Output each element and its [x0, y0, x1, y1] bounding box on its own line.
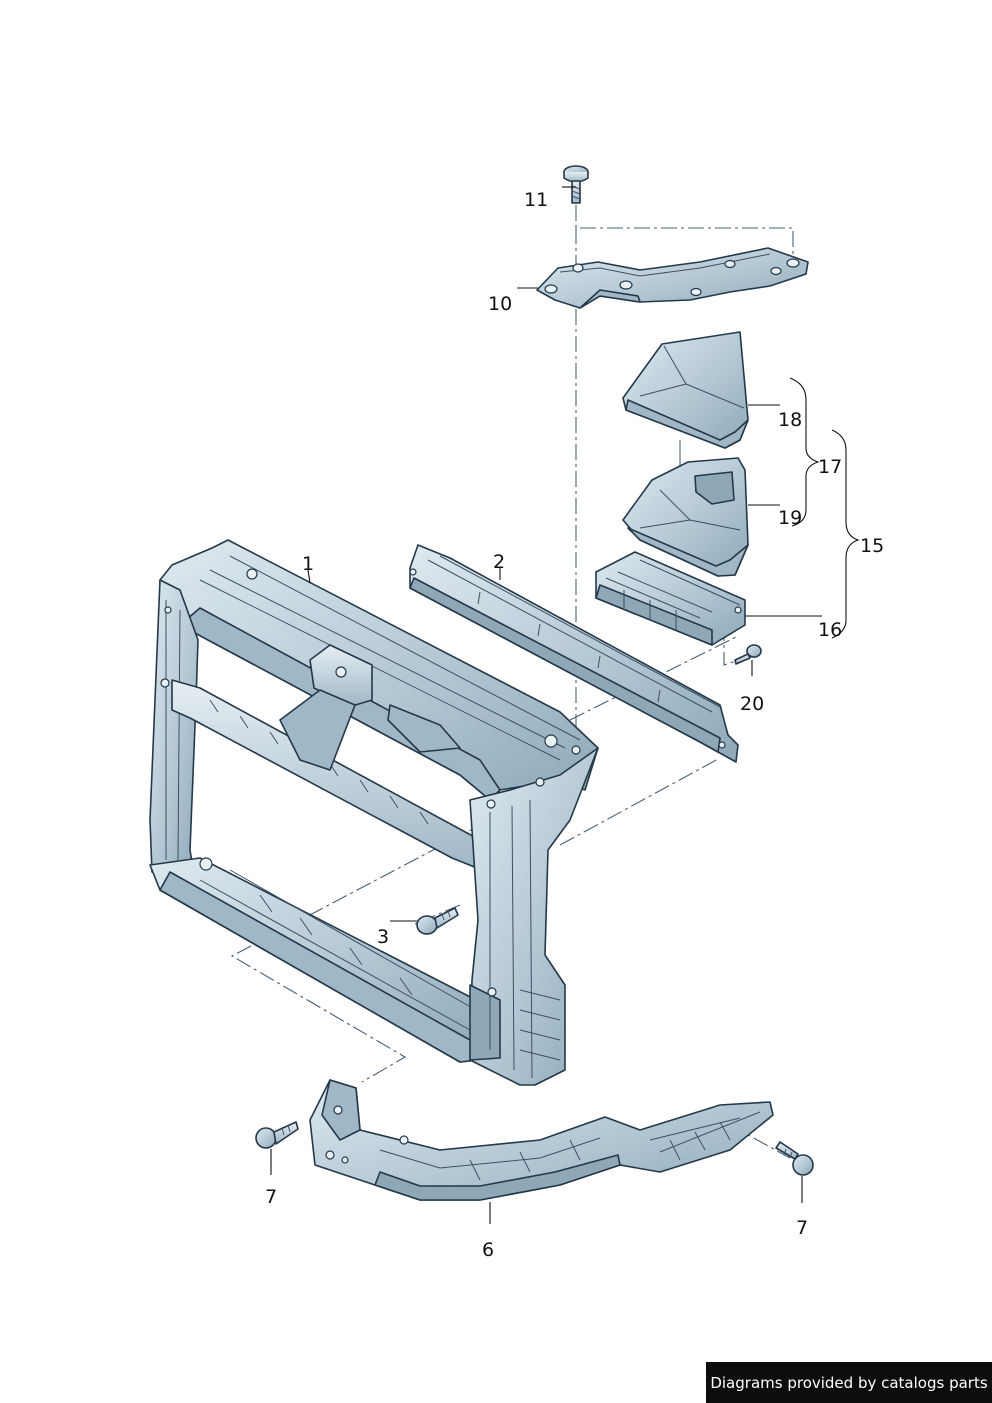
- callout-2: 2: [493, 551, 505, 573]
- callout-18: 18: [778, 409, 802, 431]
- bolt-3: [416, 907, 459, 935]
- callout-7-left: 7: [265, 1186, 277, 1208]
- duct-19: [622, 457, 749, 577]
- bolt-7-right: [775, 1141, 814, 1176]
- callout-6: 6: [482, 1239, 494, 1261]
- bracket-10: [536, 247, 809, 309]
- credit-text: Diagrams provided by catalogs parts: [710, 1373, 988, 1392]
- callout-19: 19: [778, 507, 802, 529]
- bracket-6: [309, 1079, 774, 1201]
- bolt-7-left: [255, 1121, 299, 1149]
- screw-20: [734, 644, 762, 665]
- callout-16: 16: [818, 619, 842, 641]
- leader-lines: [270, 186, 860, 1224]
- strip-2: [409, 544, 739, 763]
- callouts: 11 10 1 2 3 18 17 19 15 16 20 7 7 6: [265, 189, 884, 1261]
- callout-1: 1: [302, 553, 314, 575]
- callout-10: 10: [488, 293, 512, 315]
- callout-17: 17: [818, 456, 842, 478]
- bolt-11: [563, 165, 589, 204]
- callout-20: 20: [740, 693, 764, 715]
- callout-7-right: 7: [796, 1217, 808, 1239]
- callout-11: 11: [524, 189, 548, 211]
- callout-3: 3: [377, 926, 389, 948]
- callout-15: 15: [860, 535, 884, 557]
- frame-1: [149, 539, 599, 1086]
- air-guide-16: [595, 551, 746, 646]
- credit-banner: Diagrams provided by catalogs parts: [706, 1362, 992, 1403]
- duct-18: [622, 331, 749, 468]
